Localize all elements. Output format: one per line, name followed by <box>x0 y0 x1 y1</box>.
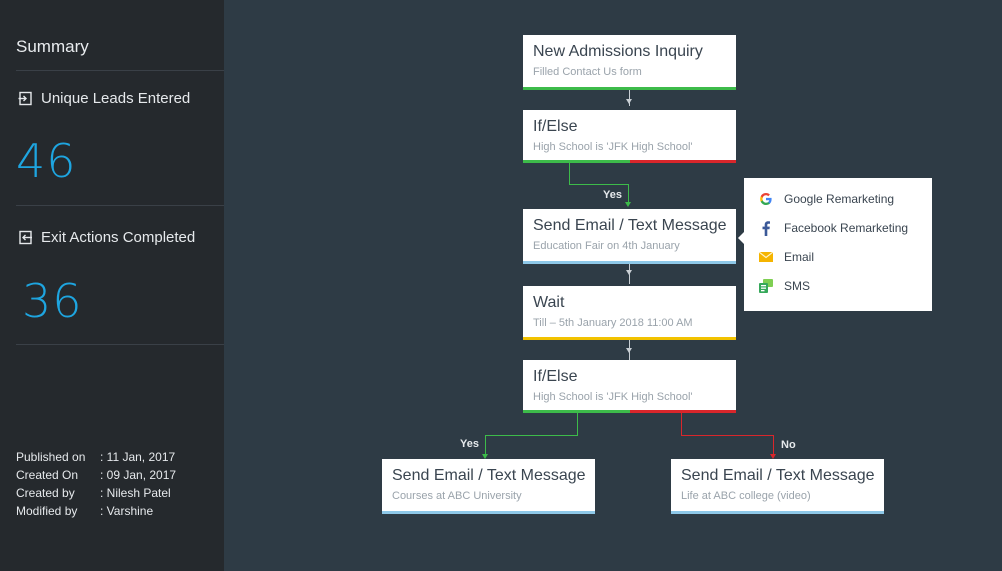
exit-actions-value: 36 <box>22 274 83 328</box>
wait-node[interactable]: Wait Till – 5th January 2018 11:00 AM <box>523 286 736 340</box>
arrow-down-icon <box>626 270 632 275</box>
connector-line <box>629 90 630 106</box>
node-title: Send Email / Text Message <box>681 467 875 484</box>
node-title: Send Email / Text Message <box>392 467 586 484</box>
node-subtitle: Education Fair on 4th January <box>533 240 680 252</box>
node-status-bar <box>523 261 736 264</box>
node-status-bar <box>523 87 736 90</box>
node-subtitle: High School is 'JFK High School' <box>533 141 693 153</box>
node-title: Wait <box>533 294 565 311</box>
channel-popup-menu: Google Remarketing Facebook Remarketing … <box>744 178 932 311</box>
node-title: New Admissions Inquiry <box>533 43 703 60</box>
arrow-down-icon <box>626 348 632 353</box>
menu-item-email[interactable]: Email <box>758 249 814 265</box>
node-subtitle: High School is 'JFK High School' <box>533 391 693 403</box>
meta-row: Modified by : Varshine <box>16 502 176 520</box>
yes-status-bar <box>523 160 630 163</box>
node-status-bar <box>523 337 736 340</box>
yes-branch-label: Yes <box>460 438 479 450</box>
send-message-node[interactable]: Send Email / Text Message Education Fair… <box>523 209 736 264</box>
meta-row: Created by : Nilesh Patel <box>16 484 176 502</box>
no-status-bar <box>629 160 736 163</box>
arrow-down-icon <box>770 454 776 459</box>
node-subtitle: Life at ABC college (video) <box>681 490 811 502</box>
meta-key: Created On <box>16 468 79 482</box>
meta-value: : Nilesh Patel <box>100 486 171 500</box>
menu-item-google-remarketing[interactable]: Google Remarketing <box>758 191 894 207</box>
arrow-down-icon <box>625 202 631 207</box>
summary-sidebar: Summary Unique Leads Entered 46 Exit Act… <box>0 0 224 571</box>
yes-connector-line <box>628 184 629 204</box>
arrow-down-icon <box>626 99 632 104</box>
meta-row: Published on : 11 Jan, 2017 <box>16 448 176 466</box>
send-message-node-no[interactable]: Send Email / Text Message Life at ABC co… <box>671 459 884 514</box>
no-connector-line <box>681 435 774 436</box>
meta-value: : 09 Jan, 2017 <box>100 468 177 482</box>
ifelse-node[interactable]: If/Else High School is 'JFK High School' <box>523 110 736 163</box>
meta-value: : 11 Jan, 2017 <box>100 450 176 464</box>
node-title: If/Else <box>533 118 578 135</box>
send-message-node-yes[interactable]: Send Email / Text Message Courses at ABC… <box>382 459 595 514</box>
yes-connector-line <box>577 413 578 435</box>
sms-icon <box>758 278 774 294</box>
arrow-down-icon <box>482 454 488 459</box>
menu-item-facebook-remarketing[interactable]: Facebook Remarketing <box>758 220 908 236</box>
exit-icon <box>18 230 33 245</box>
unique-leads-label: Unique Leads Entered <box>41 90 191 107</box>
no-connector-line <box>681 413 682 435</box>
no-branch-label: No <box>781 439 796 451</box>
no-status-bar <box>629 410 736 413</box>
meta-value: : Varshine <box>100 504 154 518</box>
email-icon <box>758 249 774 265</box>
divider <box>16 205 224 206</box>
facebook-icon <box>758 220 774 236</box>
enter-icon <box>18 91 33 106</box>
meta-key: Published on <box>16 450 86 464</box>
google-icon <box>758 191 774 207</box>
journey-meta: Published on : 11 Jan, 2017 Created On : 0… <box>16 448 176 520</box>
meta-key: Created by <box>16 486 75 500</box>
menu-item-label: SMS <box>784 279 811 293</box>
node-status-bar <box>382 511 595 514</box>
node-title: If/Else <box>533 368 578 385</box>
exit-actions-label-row: Exit Actions Completed <box>18 229 195 246</box>
yes-status-bar <box>523 410 630 413</box>
menu-item-label: Email <box>784 250 815 264</box>
meta-key: Modified by <box>16 504 78 518</box>
node-subtitle: Filled Contact Us form <box>533 66 642 78</box>
node-title: Send Email / Text Message <box>533 217 727 234</box>
yes-connector-line <box>485 435 486 455</box>
no-connector-line <box>773 435 774 455</box>
exit-actions-label: Exit Actions Completed <box>41 229 196 246</box>
yes-branch-label: Yes <box>603 189 622 201</box>
unique-leads-value: 46 <box>16 134 77 188</box>
menu-item-label: Google Remarketing <box>784 192 895 206</box>
node-subtitle: Till – 5th January 2018 11:00 AM <box>533 317 693 329</box>
unique-leads-label-row: Unique Leads Entered <box>18 90 190 107</box>
yes-connector-line <box>485 435 578 436</box>
divider <box>16 70 224 71</box>
trigger-node[interactable]: New Admissions Inquiry Filled Contact Us… <box>523 35 736 90</box>
menu-item-sms[interactable]: SMS <box>758 278 810 294</box>
yes-connector-line <box>569 184 629 185</box>
node-subtitle: Courses at ABC University <box>392 490 522 502</box>
meta-row: Created On : 09 Jan, 2017 <box>16 466 176 484</box>
divider <box>16 344 224 345</box>
summary-title: Summary <box>16 37 89 56</box>
node-status-bar <box>671 511 884 514</box>
menu-item-label: Facebook Remarketing <box>784 221 909 235</box>
ifelse-node[interactable]: If/Else High School is 'JFK High School' <box>523 360 736 413</box>
popup-caret <box>738 232 744 244</box>
yes-connector-line <box>569 163 570 184</box>
